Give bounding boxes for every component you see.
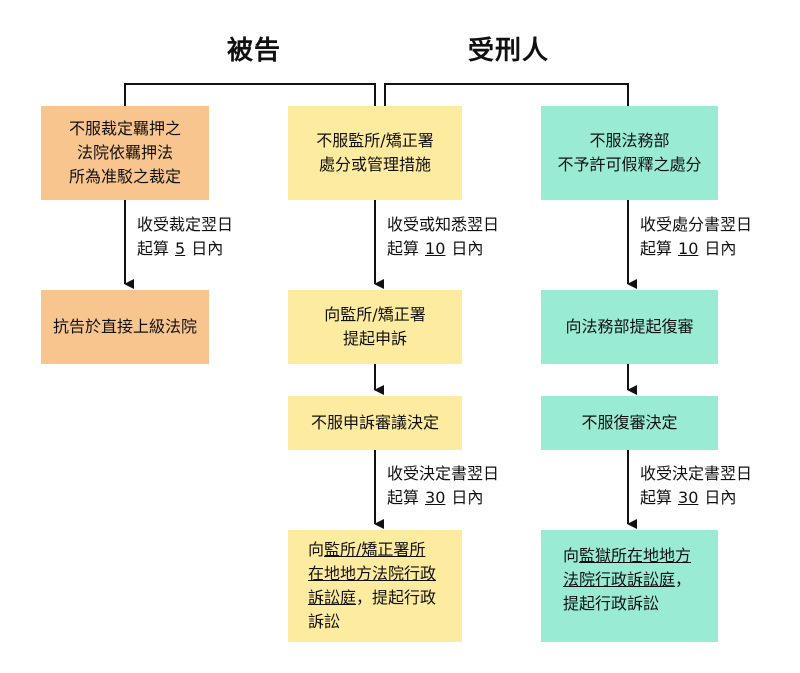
box4-text: ，提起行政 — [356, 588, 437, 607]
deadline-days: 10 — [678, 239, 699, 258]
box4-underlined-text: 法院行政訴訟庭 — [563, 570, 676, 589]
col2-disposition-box: 不服監所/矯正署 處分或管理措施 — [288, 106, 462, 200]
deadline-suffix: 日內 — [704, 488, 737, 507]
deadline-line1: 收受裁定翌日 — [137, 215, 234, 234]
col1-appeal-court-box: 抗告於直接上級法院 — [41, 290, 209, 364]
deadline-prefix: 起算 — [640, 239, 673, 258]
deadline-suffix: 日內 — [704, 239, 737, 258]
deadline-line2: 起算 30 日內 — [387, 486, 499, 510]
deadline-prefix: 起算 — [387, 488, 420, 507]
col1-appeal-subject-box: 不服裁定羈押之 法院依羈押法 所為准駁之裁定 — [41, 106, 209, 200]
col3-deadline1-label: 收受處分書翌日 起算 10 日內 — [640, 213, 752, 261]
box4-text: 向 — [308, 540, 325, 559]
deadline-line2: 起算 10 日內 — [640, 237, 752, 261]
deadline-days: 30 — [678, 488, 699, 507]
col2-deadline2-label: 收受決定書翌日 起算 30 日內 — [387, 462, 499, 510]
deadline-line2: 起算 10 日內 — [387, 237, 499, 261]
box4-underlined-text: 監所/矯正署所 — [324, 540, 426, 559]
box4-text: 向 — [563, 546, 580, 565]
col2-deadline1-label: 收受或知悉翌日 起算 10 日內 — [387, 213, 499, 261]
deadline-days: 30 — [425, 488, 446, 507]
col1-box1-line: 所為准駁之裁定 — [68, 167, 181, 186]
col1-box1-line: 法院依羈押法 — [76, 143, 173, 162]
col3-box1-line: 不予許可假釋之處分 — [557, 155, 702, 174]
col3-reexam-decision-box: 不服復審決定 — [541, 396, 718, 450]
box4-line: 訴訟庭，提起行政 — [308, 586, 436, 610]
box4-line: 向監所/矯正署所 — [308, 538, 436, 562]
deadline-line1: 收受處分書翌日 — [640, 215, 753, 234]
box4-line: 在地地方法院行政 — [308, 562, 436, 586]
box4-text: ， — [675, 570, 692, 589]
col1-deadline-label: 收受裁定翌日 起算 5 日內 — [137, 213, 233, 261]
deadline-prefix: 起算 — [387, 239, 420, 258]
col2-box1-line: 處分或管理措施 — [318, 155, 431, 174]
col3-box1-line: 不服法務部 — [589, 131, 670, 150]
deadline-suffix: 日內 — [451, 488, 484, 507]
box4-line: 提起行政訴訟 — [563, 594, 660, 613]
deadline-days: 10 — [425, 239, 446, 258]
col3-deadline2-label: 收受決定書翌日 起算 30 日內 — [640, 462, 752, 510]
col2-complaint-box: 向監所/矯正署 提起申訴 — [288, 290, 462, 364]
col3-parole-denial-box: 不服法務部 不予許可假釋之處分 — [541, 106, 718, 200]
col2-box2-line: 提起申訴 — [342, 329, 407, 348]
deadline-prefix: 起算 — [137, 239, 170, 258]
header-defendant: 被告 — [227, 36, 282, 66]
box4-line: 訴訟 — [308, 612, 341, 631]
box4-underlined-text: 監獄所在地地方 — [579, 546, 692, 565]
box4-underlined-text: 訴訟庭 — [308, 588, 357, 607]
col2-admin-litigation-box: 向監所/矯正署所 在地地方法院行政 訴訟庭，提起行政 訴訟 — [288, 530, 462, 642]
deadline-days: 5 — [175, 239, 186, 258]
header-prisoner: 受刑人 — [468, 36, 550, 66]
col2-box1-line: 不服監所/矯正署 — [316, 131, 434, 150]
box4-line: 向監獄所在地地方 — [563, 544, 691, 568]
col3-admin-litigation-box: 向監獄所在地地方 法院行政訴訟庭， 提起行政訴訟 — [541, 530, 718, 642]
deadline-line1: 收受或知悉翌日 — [387, 215, 500, 234]
deadline-line1: 收受決定書翌日 — [387, 464, 500, 483]
prisoner-bracket — [384, 83, 629, 106]
defendant-bracket — [124, 83, 376, 106]
deadline-line2: 起算 5 日內 — [137, 237, 233, 261]
deadline-prefix: 起算 — [640, 488, 673, 507]
box4-line: 法院行政訴訟庭， — [563, 568, 691, 592]
deadline-line1: 收受決定書翌日 — [640, 464, 753, 483]
box4-underlined-text: 在地地方法院行政 — [308, 564, 437, 583]
col3-reexamination-box: 向法務部提起復審 — [541, 290, 718, 364]
deadline-line2: 起算 30 日內 — [640, 486, 752, 510]
col2-review-decision-box: 不服申訴審議決定 — [288, 396, 462, 450]
deadline-suffix: 日內 — [451, 239, 484, 258]
deadline-suffix: 日內 — [191, 239, 224, 258]
col1-box1-line: 不服裁定羈押之 — [68, 119, 181, 138]
col2-box2-line: 向監所/矯正署 — [324, 305, 426, 324]
